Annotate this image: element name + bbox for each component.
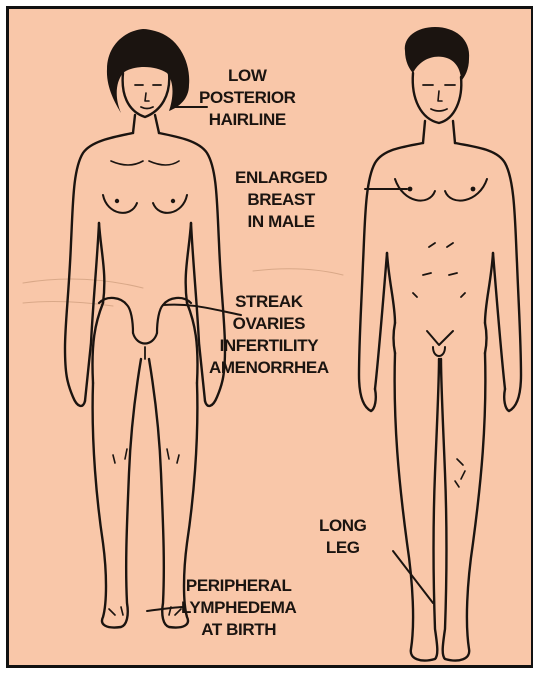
diagram-frame: LOW POSTERIOR HAIRLINE ENLARGED BREAST I… (6, 6, 533, 668)
male-right-arm (455, 143, 521, 411)
label-line: PERIPHERAL (181, 575, 296, 597)
label-line: AMENORRHEA (209, 357, 329, 379)
male-left-arm (359, 143, 423, 411)
female-left-arm (65, 133, 133, 406)
label-line: LYMPHEDEMA (181, 597, 296, 619)
label-line: LOW (199, 65, 296, 87)
label-line: OVARIES (209, 313, 329, 335)
label-line: IN MALE (235, 211, 327, 233)
label-line: AT BIRTH (181, 619, 296, 641)
label-line: LONG (319, 515, 367, 537)
label-line: INFERTILITY (209, 335, 329, 357)
label-low-posterior-hairline: LOW POSTERIOR HAIRLINE (199, 65, 296, 131)
label-long-leg: LONG LEG (319, 515, 367, 559)
label-line: BREAST (235, 189, 327, 211)
male-face (413, 73, 462, 123)
label-line: STREAK (209, 291, 329, 313)
male-figure (359, 27, 521, 661)
male-right-leg (441, 353, 485, 661)
male-hair (405, 27, 469, 81)
label-line: POSTERIOR (199, 87, 296, 109)
label-line: HAIRLINE (199, 109, 296, 131)
streak-ovaries-outline (99, 298, 191, 333)
label-line: ENLARGED (235, 167, 327, 189)
label-streak-ovaries: STREAK OVARIES INFERTILITY AMENORRHEA (209, 291, 329, 379)
label-enlarged-breast-in-male: ENLARGED BREAST IN MALE (235, 167, 327, 233)
label-peripheral-lymphedema: PERIPHERAL LYMPHEDEMA AT BIRTH (181, 575, 296, 641)
label-line: LEG (319, 537, 367, 559)
female-left-leg (93, 359, 141, 628)
male-left-leg (395, 353, 439, 661)
